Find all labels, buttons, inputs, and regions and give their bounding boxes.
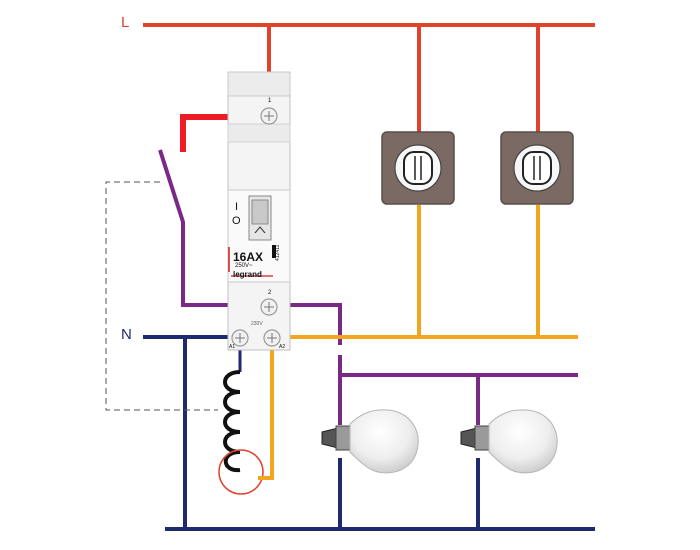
switched-line [158,149,342,345]
contactor-ref: 412411 [275,244,281,261]
terminal-a1 [231,329,249,347]
symbol-off: O [232,215,241,227]
highlight-circle [218,449,264,495]
lamp-feed [338,355,578,377]
switched-line-wires [158,149,578,425]
contactor [227,71,291,351]
terminal-a2-label: A2 [279,344,286,350]
neutral-label: N [121,326,132,343]
contactor-rating: 16AX [233,250,264,264]
line-label: L [121,14,130,31]
contactor-voltage: 250V~ [235,263,253,269]
terminal-top [260,107,278,125]
lamp-icon [321,409,419,474]
neutral-wires [143,335,595,531]
push-button-icon[interactable] [500,131,574,205]
push-button-icon[interactable] [381,131,455,205]
line-wires [143,23,595,152]
terminal-a1-label: A1 [229,344,236,350]
mechanical-link [105,181,218,411]
terminal-top-label: 1 [268,98,272,104]
symbol-on: I [235,201,239,213]
coil-return [258,350,274,480]
terminal-a2 [263,329,281,347]
terminal-mid [260,298,278,316]
lamp-icon [460,409,558,474]
coil-icon [218,370,264,495]
control-wires [258,205,578,480]
brand-logo: legrand [233,270,262,279]
coil-voltage: 230V [251,321,263,327]
terminal-mid-label: 2 [268,290,272,296]
